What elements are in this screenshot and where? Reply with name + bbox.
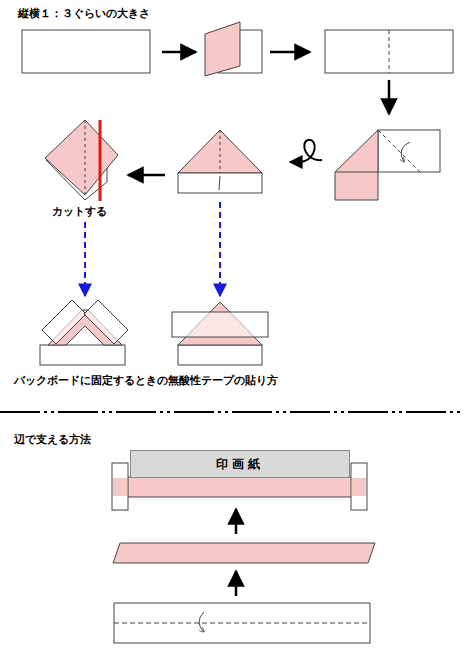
note-label: バックボードに固定するときの無酸性テープの貼り方 — [14, 373, 278, 388]
note-label: 縦横１：３ぐらいの大きさ — [18, 6, 150, 21]
photo-paper-box: 印画紙 — [130, 450, 350, 478]
note-label: 辺で支える方法 — [14, 432, 91, 447]
box-label: 印画紙 — [216, 456, 264, 473]
note-label: カットする — [52, 204, 107, 219]
